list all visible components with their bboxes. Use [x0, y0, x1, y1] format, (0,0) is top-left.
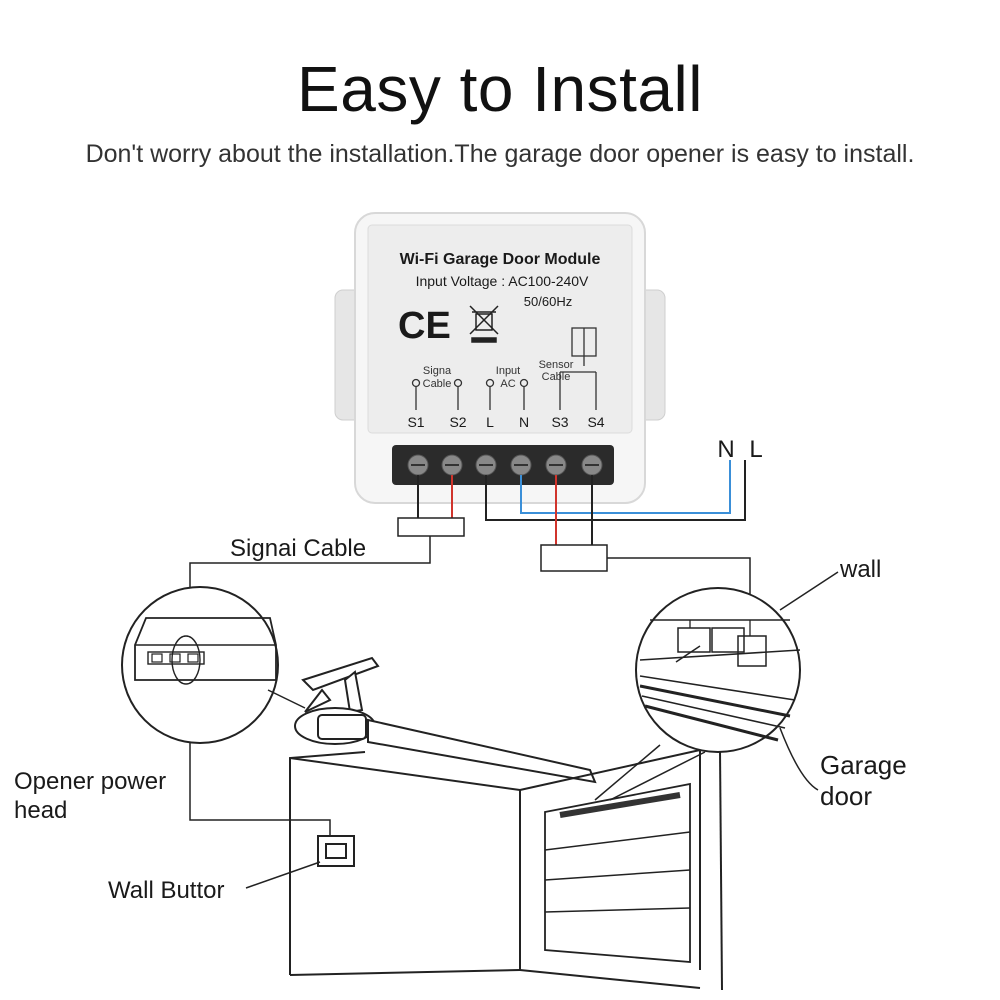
door-sensor-zoom-circle: [594, 587, 801, 801]
sensor-label-line1: Sensor: [539, 359, 574, 371]
wall-button-icon: [245, 835, 355, 889]
wires: [417, 460, 746, 545]
opener-label-line2: head: [14, 797, 67, 824]
ce-mark: CE: [398, 305, 451, 347]
module-voltage: Input Voltage : AC100-240V: [416, 273, 589, 289]
garage-door-label-line1: Garage: [820, 750, 907, 780]
terminal-label-s3: S3: [551, 414, 568, 430]
wifi-module: Wi-Fi Garage Door Module Input Voltage :…: [334, 212, 666, 504]
module-frequency: 50/60Hz: [524, 294, 572, 309]
power-label-l: L: [749, 436, 762, 463]
terminal-label-n: N: [519, 414, 529, 430]
power-label-n: N: [717, 436, 734, 463]
signal-label-line2: Cable: [423, 378, 452, 390]
terminal-label-s1: S1: [407, 414, 424, 430]
weee-bin-icon: [469, 305, 499, 343]
terminal-label-l: L: [486, 414, 494, 430]
page-title: Easy to Install: [297, 53, 703, 125]
terminal-label-s4: S4: [587, 414, 604, 430]
module-name: Wi-Fi Garage Door Module: [400, 251, 601, 268]
wall-button-label: Wall Buttor: [108, 877, 224, 904]
opener-zoom-circle: [121, 586, 306, 744]
sensor-label-line2: Cable: [542, 371, 571, 383]
terminal-label-s2: S2: [449, 414, 466, 430]
input-label-line2: AC: [500, 378, 515, 390]
signal-connector: [397, 517, 465, 537]
garage-door-label-line2: door: [820, 781, 872, 811]
signal-cable-label: Signai Cable: [230, 535, 366, 562]
sensor-connector: [540, 544, 608, 572]
sensor-symbol-icon: [559, 327, 597, 410]
opener-label-line1: Opener power: [14, 768, 166, 795]
page-subtitle: Don't worry about the installation.The g…: [85, 140, 915, 168]
wall-label: wall: [839, 556, 881, 583]
signal-label-line1: Signa: [423, 365, 452, 377]
terminal-symbols: [411, 378, 529, 410]
input-label-line1: Input: [496, 365, 520, 377]
opener-device: [294, 656, 597, 784]
garage-structure: [289, 748, 723, 991]
